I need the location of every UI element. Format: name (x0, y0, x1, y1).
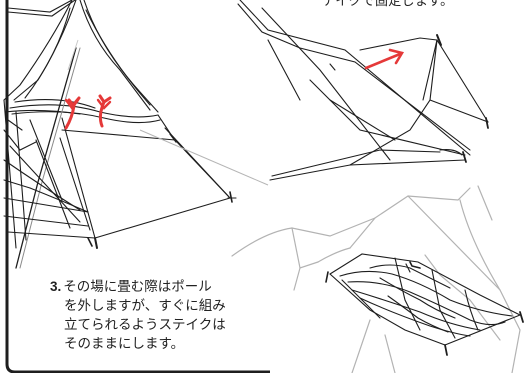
step-number: 3. (50, 279, 62, 294)
guide-line-left (139, 129, 269, 186)
page-border (5, 0, 270, 373)
step-3-line-3: 立てられるようステイクは (64, 317, 226, 333)
step-3-text-1: その場に畳む際はポール (63, 279, 212, 295)
step-3-line-1: 3.その場に畳む際はポール (50, 277, 282, 297)
slide-arrow (364, 48, 405, 70)
upper-right-tent-drawing (237, 0, 489, 181)
step-3-line-2: を外しますが、すぐに組み (64, 298, 226, 314)
caption-top: テイクで固定します。 (322, 0, 454, 9)
left-tent-drawing (3, 0, 237, 269)
step-3-line-4: そのままにします。 (64, 336, 185, 352)
step-3-instruction: 3.その場に畳む際はポール を外しますが、すぐに組み 立てられるようステイクは … (50, 277, 282, 354)
lower-right-tent-bundle (325, 253, 524, 356)
rotate-arrows (64, 94, 112, 130)
